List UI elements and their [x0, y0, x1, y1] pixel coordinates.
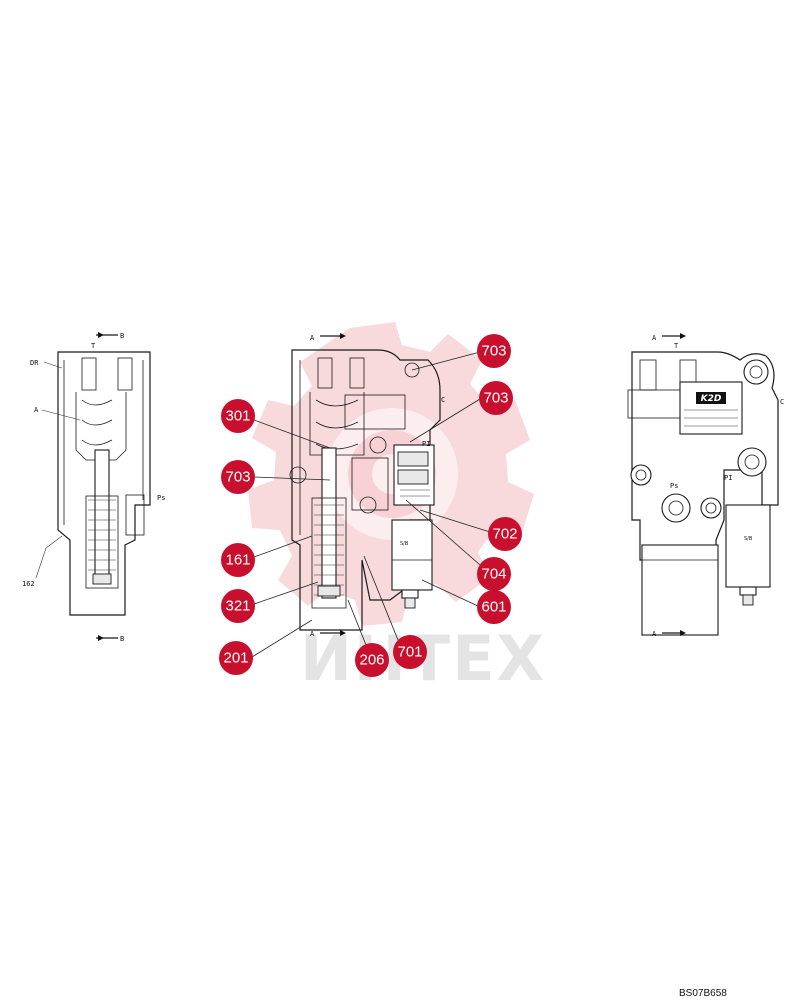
left-section-mark-top: B	[120, 332, 124, 340]
right-port-pi-label: PI	[724, 474, 732, 482]
svg-text:301: 301	[225, 408, 250, 425]
left-section-mark-bottom: B	[120, 635, 124, 643]
left-ps-label: Ps	[157, 494, 165, 502]
callout-703-left[interactable]: 703	[221, 460, 255, 494]
svg-text:206: 206	[359, 652, 384, 669]
svg-text:702: 702	[492, 526, 517, 543]
right-port-ps-label: Ps	[670, 482, 678, 490]
center-port-c-label: C	[441, 396, 445, 404]
callout-703-top[interactable]: 703	[477, 334, 511, 368]
right-exterior-view: A T K2D S/B C Ps PI A	[627, 333, 784, 638]
callout-601[interactable]: 601	[477, 590, 511, 624]
center-assembly-view: A S/B C PI	[289, 333, 445, 638]
right-brand-label: K2D	[701, 394, 722, 404]
callout-701[interactable]: 701	[393, 635, 427, 669]
center-section-mark-bottom: A	[310, 630, 315, 638]
svg-text:701: 701	[397, 644, 422, 661]
left-drain-label: DR	[30, 359, 39, 367]
svg-text:703: 703	[481, 343, 506, 360]
left-port-a-label: A	[34, 406, 39, 414]
left-top-port-label: T	[91, 342, 96, 350]
callout-301[interactable]: 301	[221, 399, 255, 433]
svg-text:703: 703	[225, 469, 250, 486]
callout-704[interactable]: 704	[477, 557, 511, 591]
left-part-162-label: 162	[22, 580, 35, 588]
drawing-code: BS07B658	[679, 988, 727, 999]
callout-703-right[interactable]: 703	[479, 381, 513, 415]
callout-702[interactable]: 702	[488, 517, 522, 551]
callout-161[interactable]: 161	[221, 543, 255, 577]
svg-text:601: 601	[481, 599, 506, 616]
right-section-mark-top: A	[652, 334, 657, 342]
svg-text:161: 161	[225, 552, 250, 569]
callout-321[interactable]: 321	[221, 589, 255, 623]
callout-206[interactable]: 206	[355, 643, 389, 677]
left-section-view: B T Ps DR A 162 B	[22, 332, 165, 643]
leader-lines	[251, 351, 491, 658]
svg-text:703: 703	[483, 390, 508, 407]
svg-text:321: 321	[225, 598, 250, 615]
svg-text:S/B: S/B	[744, 536, 753, 542]
right-section-mark-bottom: A	[652, 630, 657, 638]
right-port-c-label: C	[780, 398, 784, 406]
center-section-mark-top: A	[310, 334, 315, 342]
svg-text:S/B: S/B	[400, 541, 409, 547]
svg-text:201: 201	[223, 650, 248, 667]
center-port-pi-label: PI	[422, 440, 430, 448]
svg-text:704: 704	[481, 566, 506, 583]
callout-201[interactable]: 201	[219, 641, 253, 675]
right-top-port-label: T	[674, 342, 679, 350]
